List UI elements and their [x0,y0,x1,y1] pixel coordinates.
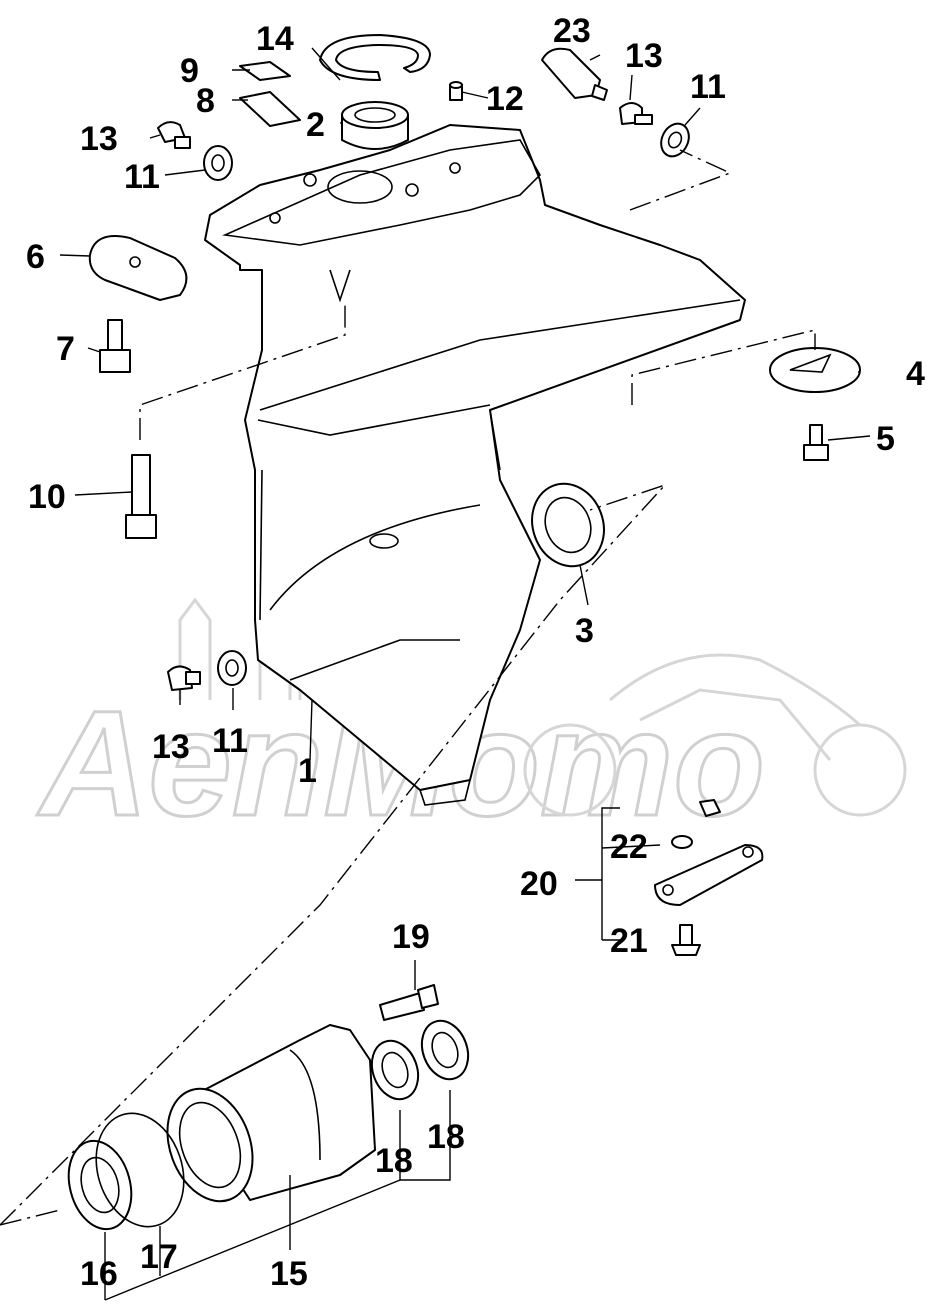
screw-13b [619,102,653,125]
label-22: 22 [610,828,648,866]
label-21: 21 [610,922,648,960]
label-14: 14 [256,20,294,58]
label-18b: 18 [427,1118,465,1156]
label-13c: 13 [152,728,190,766]
bolt-10 [125,454,157,539]
label-9: 9 [180,52,199,90]
plate-20 [654,844,764,906]
needle-bearing [341,101,409,150]
label-11b: 11 [690,68,726,106]
label-13b: 13 [625,37,663,75]
washer-11b [660,122,690,158]
label-3: 3 [575,612,594,650]
leader-lines [59,47,871,1301]
label-5: 5 [876,420,895,458]
label-20: 20 [520,865,558,903]
screw-13a [157,121,191,149]
key-9 [239,61,291,81]
label-12: 12 [486,80,524,118]
nut-22 [699,799,721,817]
label-17: 17 [140,1238,178,1276]
label-1: 1 [298,752,317,790]
watermark-motorcycle-icon [523,653,907,817]
bolt-19 [379,984,439,1021]
washer-11a [203,145,233,181]
plug-23 [541,47,608,101]
label-19: 19 [392,918,430,956]
label-11a: 11 [124,158,160,196]
label-10: 10 [28,478,66,516]
seal-18b [420,1019,470,1081]
assembly-dash-lines [0,149,816,1226]
label-2: 2 [306,106,325,144]
label-4: 4 [906,355,925,393]
label-15: 15 [270,1255,308,1293]
seal-18a [370,1039,420,1101]
dowel-pin [449,81,463,101]
bolt-5 [803,424,829,461]
label-8: 8 [196,82,215,120]
propeller-shaft-housing [166,1024,376,1203]
washer-11c [217,650,247,686]
label-6: 6 [26,238,45,276]
screw-13c [167,665,201,691]
label-23: 23 [553,12,591,50]
screw-21 [671,924,701,956]
washer-22 [671,835,693,849]
label-16: 16 [80,1255,118,1293]
side-cover [88,235,188,301]
label-18a: 18 [375,1142,413,1180]
o-ring [95,1112,185,1228]
bolt-7 [99,319,131,373]
trim-tab-plate [769,347,861,393]
gearcase-housing [204,124,746,806]
oil-seal [531,482,605,568]
label-11c: 11 [212,722,248,760]
snap-ring [319,34,431,81]
label-7: 7 [56,330,75,368]
key-8 [239,91,301,127]
label-13a: 13 [80,120,118,158]
part-labels: 1 2 3 4 5 6 7 8 9 10 11 11 11 12 13 13 1… [26,12,925,1293]
